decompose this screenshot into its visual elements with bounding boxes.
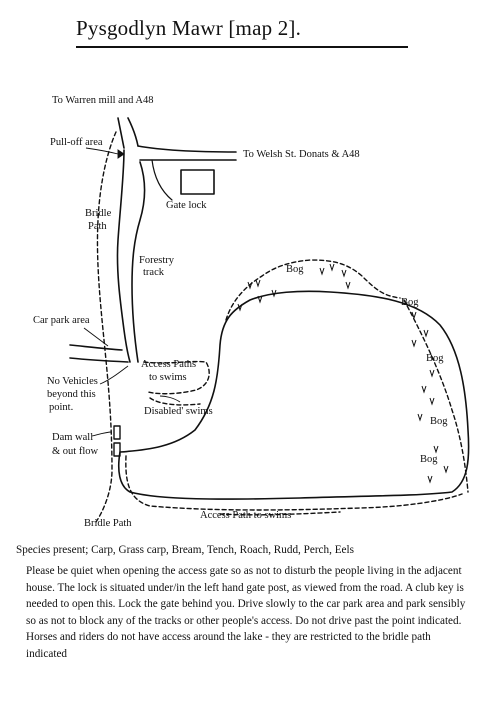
label-pulloff-area: Pull-off area — [50, 137, 103, 148]
label-bog-5: Bog — [420, 454, 438, 465]
label-dam-wall-1: Dam wall — [52, 432, 93, 443]
label-bog-3: Bog — [426, 353, 444, 364]
novehicles-leader — [99, 365, 129, 385]
bridle-path-top — [95, 131, 117, 523]
forestry-track-left-edge — [116, 149, 131, 363]
carpark-leader — [83, 327, 109, 347]
label-no-vehicles-1: No Vehicles — [47, 376, 98, 387]
pulloff-leader — [85, 147, 119, 155]
label-access-path-bottom: Access Path to swims — [200, 510, 291, 521]
gate-lock-box — [180, 169, 215, 195]
road-north-left-edge — [117, 117, 125, 149]
carpark-road-bottom — [69, 357, 129, 363]
pulloff-marker — [117, 149, 125, 159]
label-disabled-swims: Disabled' swims — [144, 406, 213, 417]
bog-marks — [237, 263, 449, 484]
label-bog-2: Bog — [401, 297, 419, 308]
access-path-lake-bottom — [125, 455, 463, 511]
gate-lock-leader — [151, 159, 173, 201]
label-bridle-path-bottom: Bridle Path — [84, 518, 132, 529]
road-east-top-edge — [137, 145, 237, 153]
label-bog-1: Bog — [286, 264, 304, 275]
dam-wall — [113, 425, 121, 440]
label-forestry-2: track — [143, 267, 165, 278]
bog-boundary-north — [225, 259, 401, 321]
outflow — [113, 442, 121, 457]
disabled-leader — [159, 395, 181, 403]
page-title: Pysgodlyn Mawr [map 2]. — [76, 16, 302, 40]
label-dam-wall-2: & out flow — [52, 446, 98, 457]
access-path-to-swims-bottom — [219, 511, 341, 516]
label-no-vehicles-3: point. — [49, 402, 73, 413]
title-underline — [76, 46, 408, 48]
label-forestry-1: Forestry — [139, 255, 175, 266]
label-access-paths-1: Access Paths — [141, 359, 196, 370]
label-bridle-path-top-1: Bridle — [85, 208, 112, 219]
carpark-road-top — [69, 344, 123, 351]
forestry-track-right-edge — [131, 161, 146, 363]
label-warren-mill: To Warren mill and A48 — [52, 95, 153, 106]
access-notes: Please be quiet when opening the access … — [26, 565, 466, 660]
dam-leader — [91, 431, 113, 437]
species-list: Species present; Carp, Grass carp, Bream… — [16, 544, 354, 556]
label-bridle-path-top-2: Path — [88, 221, 107, 232]
label-car-park-area: Car park area — [33, 315, 90, 326]
access-path-upper — [143, 360, 210, 395]
label-welsh-st-donats: To Welsh St. Donats & A48 — [243, 149, 360, 160]
label-gate-lock: Gate lock — [166, 200, 207, 211]
bog-boundary-east — [403, 299, 469, 493]
road-north-right-edge — [127, 117, 139, 147]
lake-shoreline — [117, 290, 470, 500]
label-no-vehicles-2: beyond this — [47, 389, 96, 400]
label-access-paths-2: to swims — [149, 372, 187, 383]
label-bog-4: Bog — [430, 416, 448, 427]
access-path-disabled — [149, 397, 201, 406]
